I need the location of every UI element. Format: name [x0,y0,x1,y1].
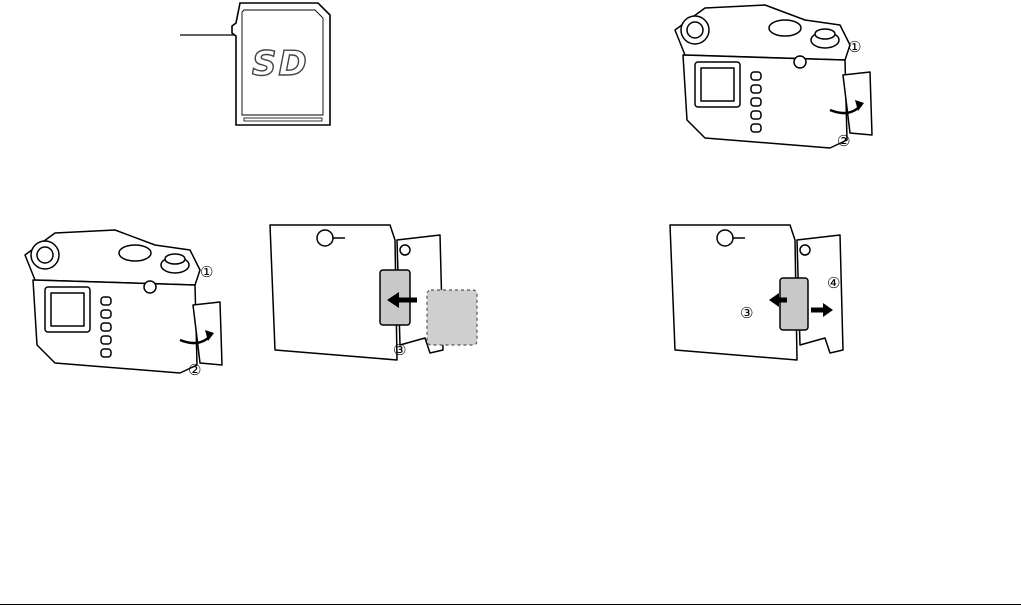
shadow-sd-card [427,290,477,345]
camera-open-door-figure-top: ① ② [665,0,885,160]
step-2-label: ② [837,132,850,150]
step-2-label: ② [188,361,201,379]
step-3-label: ③ [393,341,406,359]
sd-card-figure: SD [180,0,340,130]
sd-logo: SD [252,44,309,84]
remove-card-figure: ③ ④ [665,220,855,370]
page-divider [0,604,1021,605]
step-1-label: ① [200,263,213,281]
step-4-label: ④ [827,274,840,292]
insert-card-figure: ③ [265,220,500,370]
sd-card-ejected [780,278,808,330]
camera-open-door-figure-bottom: ① ② [20,225,240,385]
step-3-label: ③ [740,304,753,322]
step-1-label: ① [848,38,861,56]
sd-card: SD [232,3,330,125]
